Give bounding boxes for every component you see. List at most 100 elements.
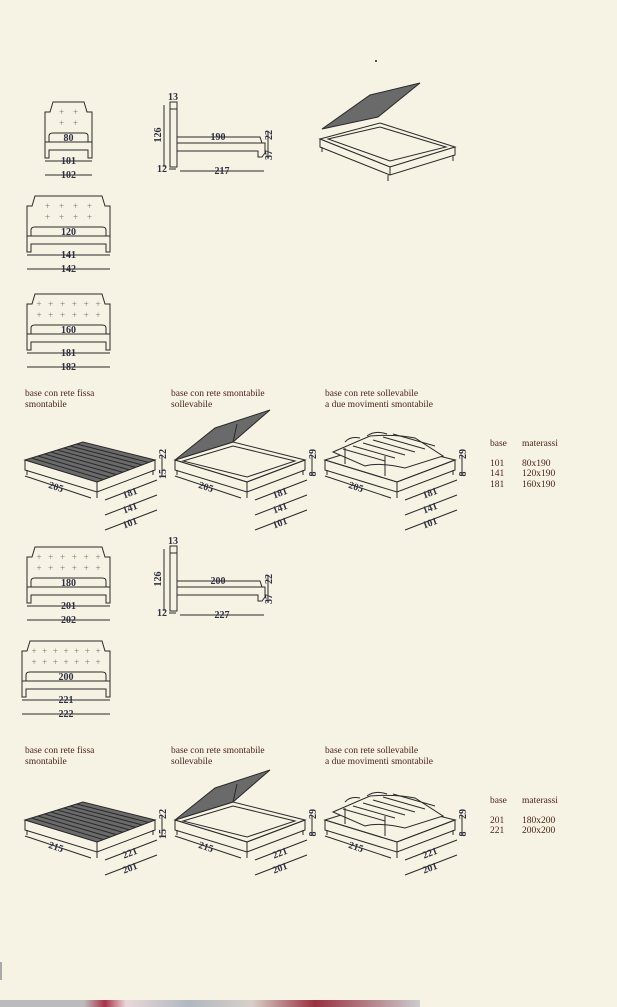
dimension-line [404, 854, 458, 876]
mattress-outline [30, 226, 107, 236]
dimension-line [254, 839, 308, 861]
tufting-button-icon: + [95, 646, 100, 656]
slat [31, 817, 104, 841]
slat [372, 439, 416, 453]
height-label: 22 [158, 809, 169, 819]
top-thickness-label: 13 [168, 536, 178, 547]
mattress-height-label: 22 [264, 130, 275, 140]
overall-width-label: 202 [61, 615, 76, 626]
width-label: 181 [121, 486, 139, 501]
width-label: 201 [421, 861, 439, 876]
mattress-outline [25, 671, 107, 681]
frame-height-label: 37 [264, 150, 275, 160]
slat [342, 808, 386, 822]
tufting-button-icon: + [42, 646, 47, 656]
headrest-arc [344, 431, 388, 443]
tufting-button-icon: + [84, 299, 89, 309]
slat [362, 442, 406, 456]
dimension-line [404, 839, 458, 861]
legs [321, 147, 454, 181]
tufting-button-icon: + [31, 646, 36, 656]
height-label: 15 [158, 469, 169, 479]
tufting-button-icon: + [31, 657, 36, 667]
dimension-line [174, 475, 242, 499]
mattress-width-label: 180 [61, 578, 76, 589]
frame-inner [181, 805, 297, 838]
cell: 201 [490, 815, 505, 826]
headboard-outline [26, 546, 111, 604]
width-label: 181 [271, 486, 289, 501]
width-label: 201 [271, 861, 289, 876]
frame-inner [326, 126, 448, 162]
tufting-button-icon: + [48, 299, 53, 309]
tufting-button-icon: + [85, 657, 90, 667]
mattress-length-label: 190 [211, 132, 226, 143]
overall-length-label: 227 [215, 610, 230, 621]
slat [362, 802, 406, 816]
tufting-button-icon: + [73, 107, 78, 117]
width-label: 141 [421, 501, 439, 516]
slat [57, 809, 130, 831]
tufting-button-icon: + [48, 310, 53, 320]
tufting-button-icon: + [72, 563, 77, 573]
cell: 101 [490, 458, 505, 469]
caption-line: sollevabile [171, 400, 213, 410]
tufting-button-icon: + [73, 201, 78, 211]
tufting-button-icon: + [84, 310, 89, 320]
gas-piston [232, 423, 238, 443]
dimension-line [104, 509, 158, 531]
overall-width-label: 142 [61, 264, 76, 275]
tufting-button-icon: + [73, 212, 78, 222]
mattress-width-label: 80 [64, 133, 74, 144]
tufting-button-icon: + [60, 310, 65, 320]
length-label: 205 [47, 480, 65, 495]
speck [375, 60, 377, 62]
slat [69, 805, 143, 826]
dimension-line [254, 494, 308, 516]
tufting-button-icon: + [72, 310, 77, 320]
height-label: 8 [458, 472, 469, 477]
mattress-outline [30, 324, 107, 334]
legs [326, 830, 454, 858]
leg-clearance-label: 12 [157, 164, 167, 175]
cell: 160x190 [522, 479, 556, 490]
dimension-line [104, 839, 158, 861]
slat [392, 433, 436, 447]
cell: 180x200 [522, 815, 556, 826]
raised-slat-support [331, 794, 445, 829]
slat [63, 807, 136, 828]
tufting-button-icon: + [72, 552, 77, 562]
caption-line: base con rete sollevabile [325, 389, 419, 399]
headboard-post [169, 545, 178, 612]
bottom-image-strip [0, 1000, 420, 1007]
header-base: base [490, 439, 507, 449]
width-label: 221 [271, 846, 289, 861]
headboard-outline [26, 195, 111, 253]
height-label: 15 [158, 829, 169, 839]
slat [76, 803, 149, 823]
caption-line: sollevabile [171, 757, 213, 767]
caption-line: a due movimenti smontabile [325, 400, 433, 410]
slat [382, 436, 426, 450]
tufting-button-icon: + [53, 646, 58, 656]
cell: 120x190 [522, 469, 556, 479]
tufting-button-icon: + [59, 201, 64, 211]
overall-width-label: 102 [61, 170, 76, 181]
bed-open-perspective [318, 82, 457, 181]
slat [69, 445, 143, 466]
caption-line: base con rete fissa [25, 746, 95, 756]
